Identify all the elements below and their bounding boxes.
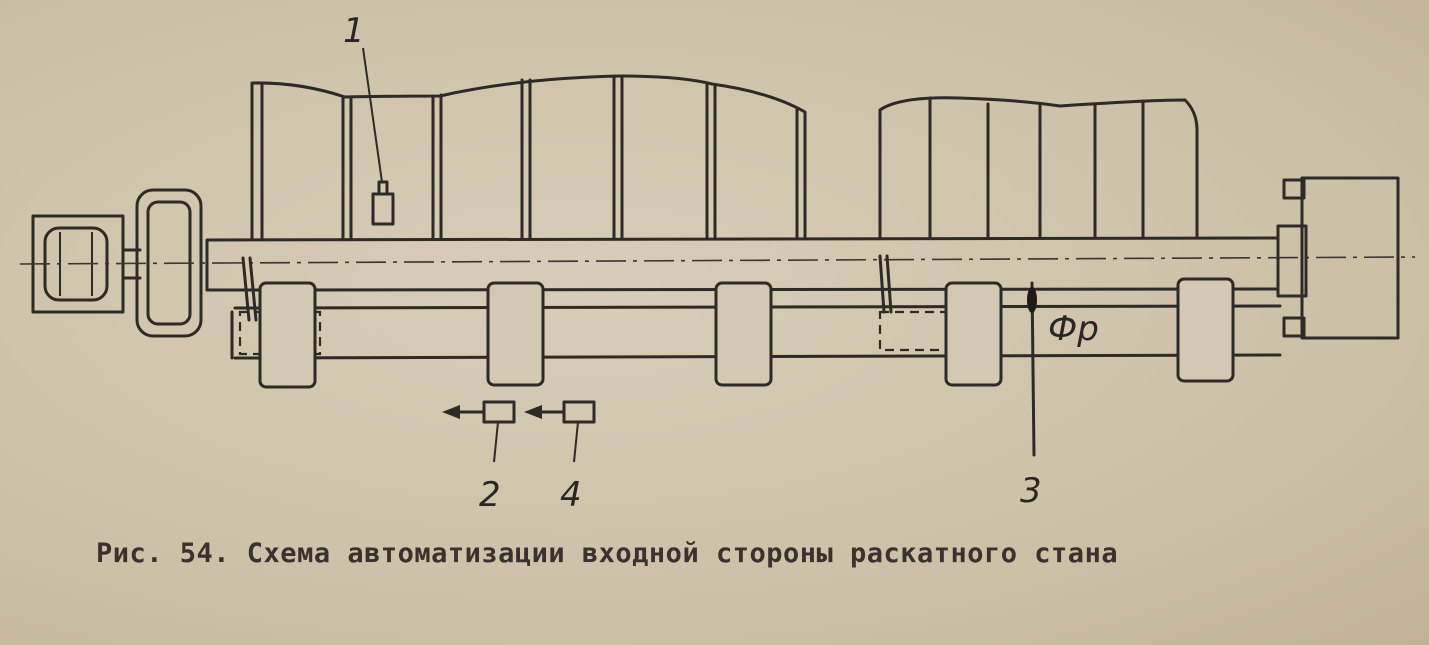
stop-levers [241, 254, 893, 322]
label-3: 3 [1020, 471, 1042, 511]
label-photo-relay: Фр [1048, 309, 1099, 349]
right-housing [878, 96, 1199, 240]
control-units [442, 400, 596, 463]
label-4: 4 [560, 475, 582, 515]
figure-caption: Рис. 54. Схема автоматизации входной сто… [96, 538, 1119, 569]
photo-relay-3 [1027, 281, 1037, 457]
label-1: 1 [343, 11, 365, 51]
left-housing [250, 74, 807, 240]
sensor-1 [362, 47, 395, 226]
rollers [258, 277, 1235, 389]
label-2: 2 [479, 475, 501, 515]
right-coupling [1276, 176, 1400, 340]
